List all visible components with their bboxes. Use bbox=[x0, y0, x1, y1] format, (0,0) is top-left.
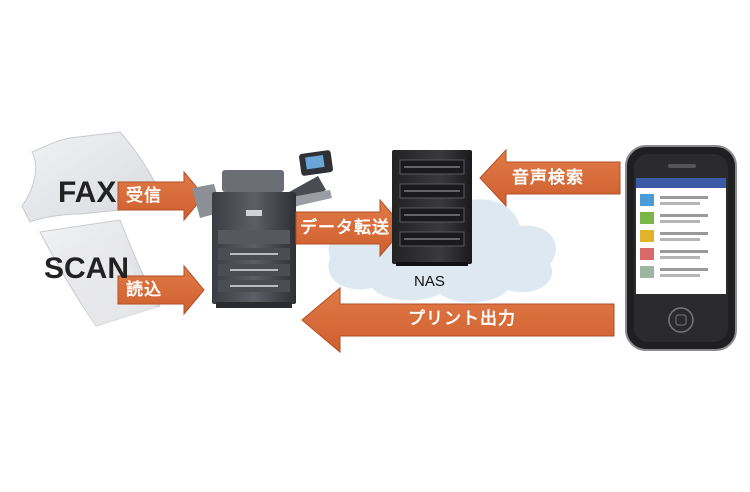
read-arrow bbox=[117, 264, 205, 316]
print-out-arrow-label: プリント出力 bbox=[408, 309, 516, 329]
phone-list bbox=[640, 194, 708, 278]
voice-search-arrow-label: 音声検索 bbox=[512, 168, 584, 188]
read-arrow-label: 読込 bbox=[126, 280, 162, 300]
receive-arrow bbox=[117, 170, 205, 222]
smartphone-icon bbox=[625, 145, 737, 351]
scan-label: SCAN bbox=[44, 252, 130, 285]
data-transfer-arrow-label: データ転送 bbox=[300, 218, 390, 238]
nas-server-icon bbox=[392, 150, 472, 266]
print-out-arrow bbox=[301, 286, 615, 354]
nas-label: NAS bbox=[414, 273, 445, 290]
multifunction-printer-icon bbox=[192, 150, 333, 308]
receive-arrow-label: 受信 bbox=[126, 186, 162, 206]
voice-search-arrow bbox=[479, 148, 621, 208]
fax-label: FAX bbox=[58, 176, 117, 209]
